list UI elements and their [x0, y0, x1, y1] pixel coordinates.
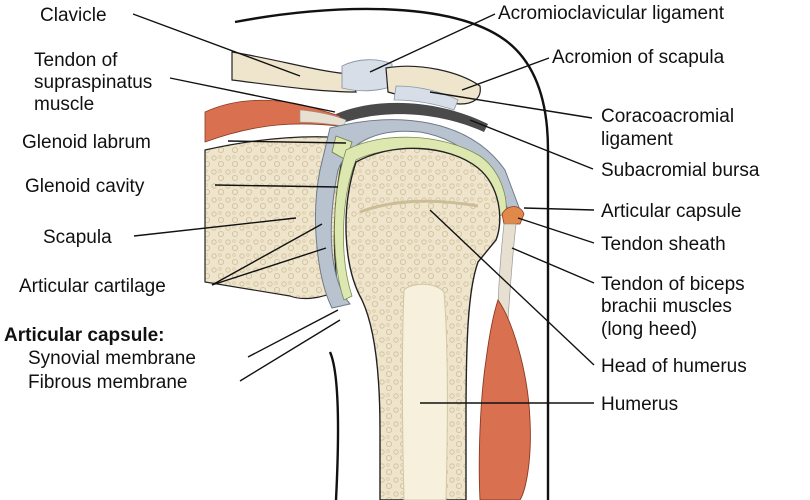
leader-clavicle [133, 14, 300, 76]
leader-acromion [462, 58, 549, 90]
leader-fibrous-membrane [240, 320, 340, 381]
label-clavicle: Clavicle [40, 5, 107, 26]
label-acromioclavicular-ligament: Acromioclavicular ligament [498, 3, 725, 24]
label-tendon-biceps-line3: (long heed) [601, 319, 697, 340]
medullary-cavity-shape [403, 284, 448, 500]
label-articular-capsule-heading: Articular capsule: [4, 325, 165, 346]
arm-inner-outline [330, 352, 338, 500]
label-tendon-supraspinatus-line1: Tendon of [34, 50, 118, 71]
leader-articular-capsule [524, 208, 594, 210]
label-coracoacromial-ligament-line1: Coracoacromial [601, 106, 734, 127]
label-articular-cartilage: Articular cartilage [19, 276, 166, 297]
leader-synovial-membrane [248, 310, 338, 357]
label-synovial-membrane: Synovial membrane [28, 348, 196, 369]
leader-acromioclavicular-ligament [370, 14, 495, 72]
label-tendon-supraspinatus-line3: muscle [34, 94, 94, 115]
label-fibrous-membrane: Fibrous membrane [28, 372, 187, 393]
label-tendon-biceps-line2: brachii muscles [601, 296, 732, 317]
acromioclavicular-ligament-shape [342, 60, 392, 91]
label-coracoacromial-ligament-line2: ligament [601, 129, 674, 150]
biceps-muscle-shape [479, 300, 530, 500]
leader-tendon-sheath [518, 218, 594, 243]
label-tendon-supraspinatus-line2: supraspinatus [34, 72, 152, 93]
leader-tendon-biceps [512, 248, 594, 283]
label-tendon-sheath: Tendon sheath [601, 234, 726, 255]
label-glenoid-labrum: Glenoid labrum [22, 132, 151, 153]
label-subacromial-bursa: Subacromial bursa [601, 160, 760, 181]
label-scapula: Scapula [43, 227, 112, 248]
label-humerus: Humerus [601, 394, 678, 415]
label-tendon-biceps-line1: Tendon of biceps [601, 274, 745, 295]
label-glenoid-cavity: Glenoid cavity [25, 176, 145, 197]
label-head-of-humerus: Head of humerus [601, 356, 747, 377]
label-acromion-of-scapula: Acromion of scapula [552, 47, 725, 68]
label-articular-capsule: Articular capsule [601, 201, 741, 222]
